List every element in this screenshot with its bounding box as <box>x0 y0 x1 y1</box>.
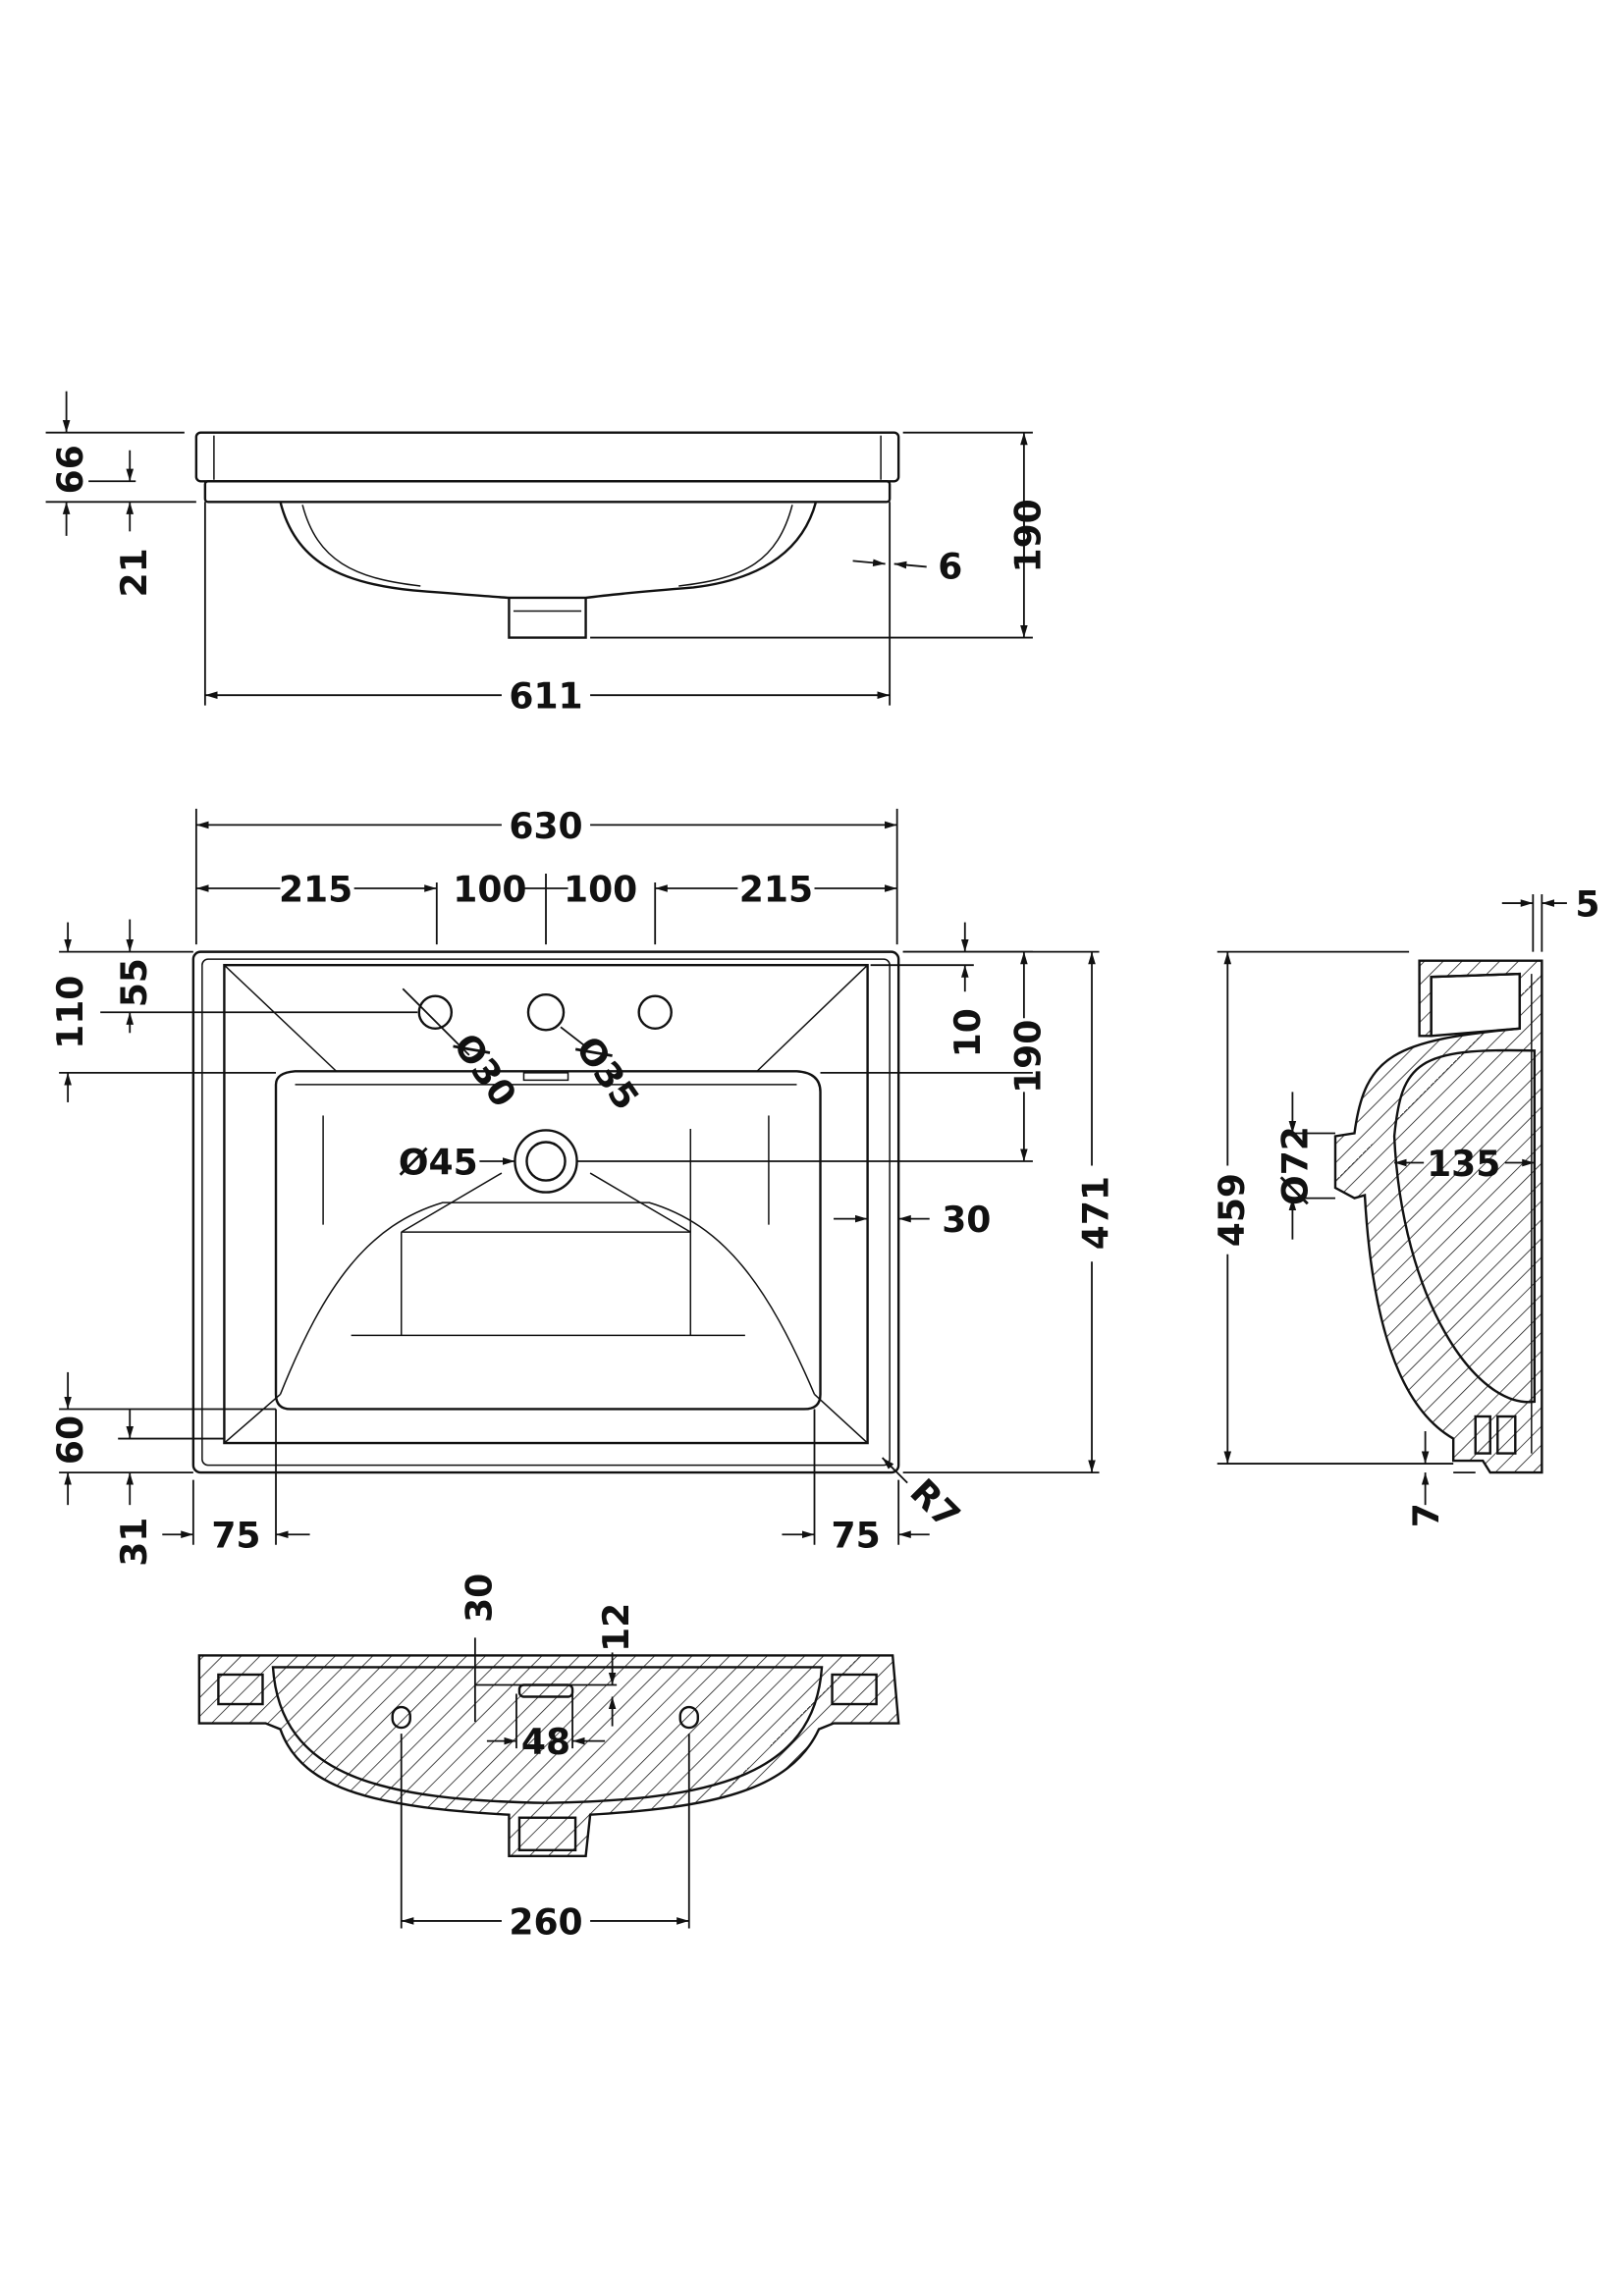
dim-215-right: 215 <box>739 870 813 911</box>
rear-section: 30 12 48 260 <box>197 1574 900 1943</box>
dim-31: 31 <box>114 1518 155 1567</box>
dim-100-right: 100 <box>564 870 637 911</box>
dim-190-front: 190 <box>1007 499 1049 572</box>
dim-dia-45: Ø45 <box>399 1143 478 1184</box>
dim-471: 471 <box>1076 1176 1117 1250</box>
dim-7: 7 <box>1406 1503 1447 1527</box>
dim-66: 66 <box>50 445 91 494</box>
dim-611: 611 <box>509 676 582 718</box>
dim-260: 260 <box>509 1901 582 1943</box>
plan-view: 630 215 100 100 215 55 110 Ø30 Ø35 Ø45 1… <box>50 806 1116 1567</box>
dim-110: 110 <box>50 976 91 1049</box>
dim-100-left: 100 <box>453 870 526 911</box>
dim-48: 48 <box>521 1722 570 1763</box>
dim-10: 10 <box>947 1008 989 1057</box>
dim-30-side: 30 <box>942 1200 991 1241</box>
dim-30-rear: 30 <box>459 1574 500 1623</box>
dim-6: 6 <box>938 546 962 587</box>
dim-630: 630 <box>509 806 582 847</box>
dim-21: 21 <box>114 548 155 597</box>
dim-r7: R7 <box>902 1471 968 1537</box>
dim-5: 5 <box>1575 884 1599 926</box>
dim-75-right: 75 <box>831 1516 880 1557</box>
dim-dia-72: Ø72 <box>1274 1126 1316 1205</box>
side-section: 459 5 Ø72 135 7 <box>1212 884 1600 1528</box>
dim-190-plan: 190 <box>1007 1020 1049 1094</box>
front-elevation: 66 21 611 190 6 <box>45 391 1049 718</box>
dim-55: 55 <box>114 958 155 1007</box>
dim-459: 459 <box>1212 1173 1253 1247</box>
dim-215-left: 215 <box>279 870 352 911</box>
dim-75-left: 75 <box>211 1516 260 1557</box>
dim-60: 60 <box>50 1415 91 1465</box>
dim-12: 12 <box>596 1603 637 1652</box>
dim-135: 135 <box>1427 1144 1500 1185</box>
